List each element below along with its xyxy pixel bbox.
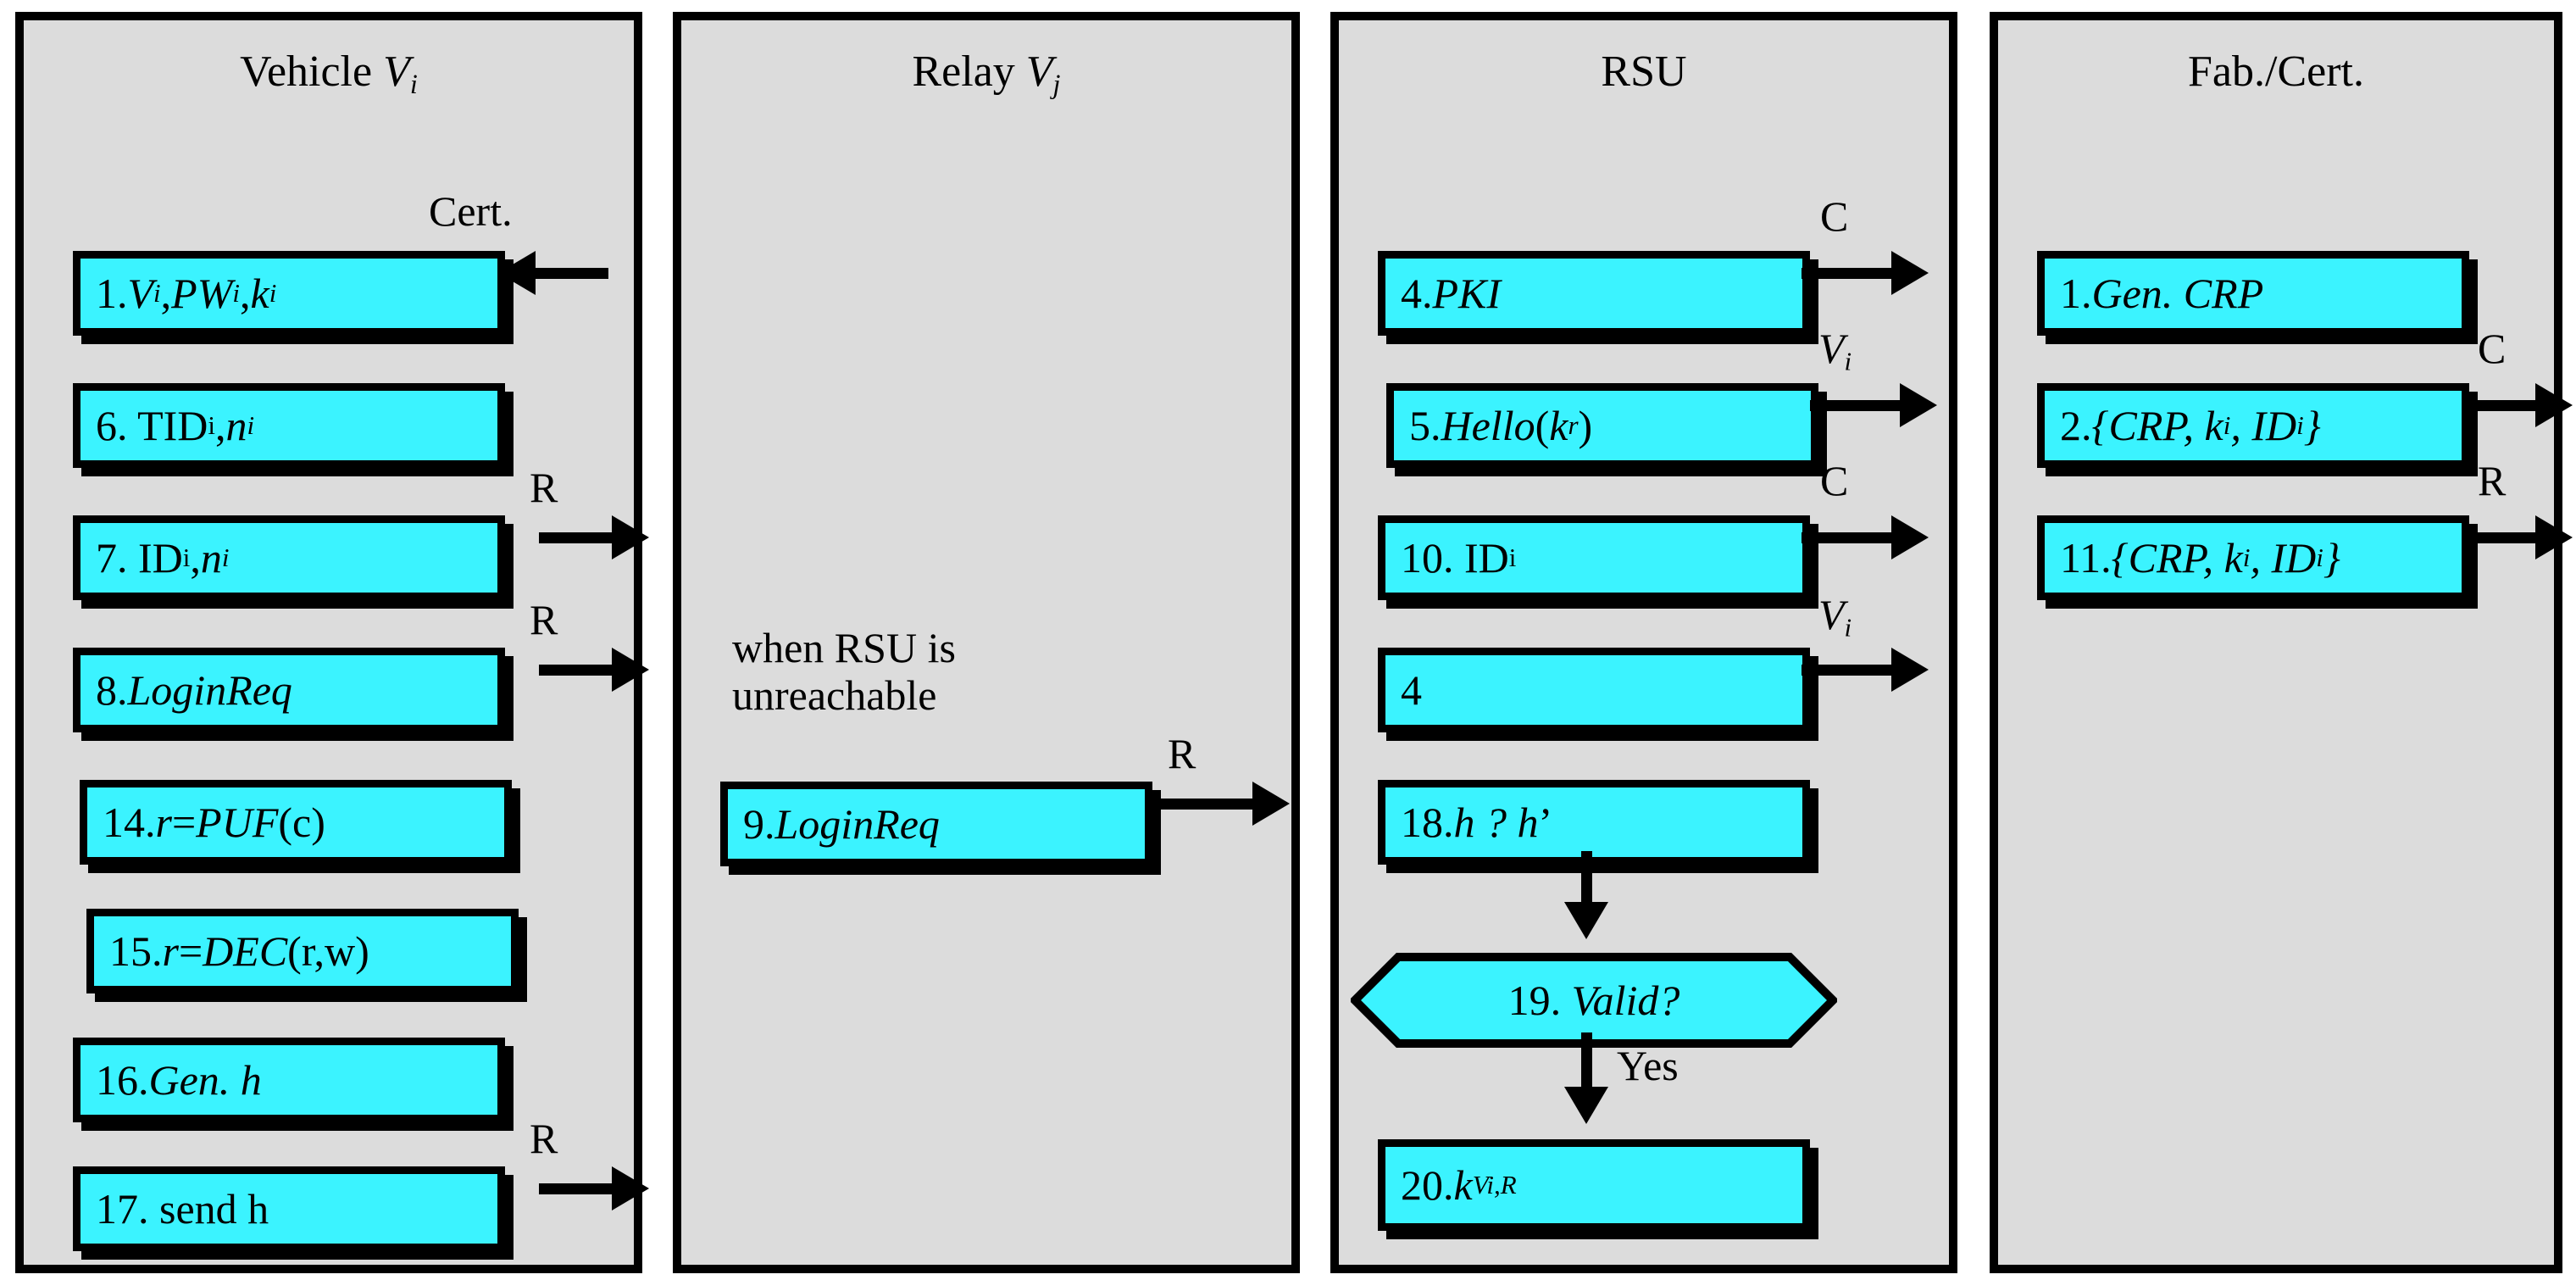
edge-label-c-step10: C bbox=[1820, 457, 1849, 504]
rsu-step-4b[interactable]: 4 bbox=[1378, 648, 1810, 732]
edge-label-r-step9: R bbox=[1168, 730, 1196, 777]
vehicle-step-14[interactable]: 14. r=PUF(c) bbox=[80, 780, 512, 865]
edge-label-c-fab2: C bbox=[2478, 325, 2507, 372]
lane-title-rsu: RSU bbox=[1601, 47, 1687, 96]
edge-label-vi-step5: Vi bbox=[1818, 325, 1852, 376]
edge-label-r-step7: R bbox=[530, 464, 558, 511]
edge-label-r-step8: R bbox=[530, 596, 558, 643]
rsu-step-18[interactable]: 18. h ? h’ bbox=[1378, 780, 1810, 865]
vehicle-step-15[interactable]: 15. r=DEC(r,w) bbox=[86, 909, 519, 993]
relay-note: when RSU is unreachable bbox=[732, 624, 956, 719]
rsu-step-19-label: 19. Valid? bbox=[1507, 977, 1680, 1024]
hexagon-shape bbox=[1351, 953, 1837, 1048]
fabcert-step-1[interactable]: 1. Gen. CRP bbox=[2037, 251, 2469, 336]
lane-title-vehicle: Vehicle Vi bbox=[240, 47, 418, 100]
vehicle-step-17[interactable]: 17. send h bbox=[73, 1166, 505, 1251]
vehicle-step-16[interactable]: 16. Gen. h bbox=[73, 1038, 505, 1122]
edge-label-c-step4: C bbox=[1820, 192, 1849, 240]
edge-label-r-step17: R bbox=[530, 1115, 558, 1162]
relay-note-line1: when RSU is bbox=[732, 624, 956, 671]
lane-title-relay: Relay Vj bbox=[912, 47, 1061, 100]
rsu-step-19-decision[interactable]: 19. Valid? bbox=[1351, 953, 1837, 1048]
edge-label-cert: Cert. bbox=[429, 187, 513, 235]
lane-title-fabcert: Fab./Cert. bbox=[2188, 47, 2364, 96]
edge-label-yes: Yes bbox=[1617, 1042, 1679, 1089]
relay-step-9[interactable]: 9. LoginReq bbox=[720, 782, 1152, 866]
rsu-step-4[interactable]: 4. PKI bbox=[1378, 251, 1810, 336]
lane-relay: Relay Vj when RSU is unreachable 9. Logi… bbox=[673, 12, 1300, 1273]
edge-label-r-fab11: R bbox=[2478, 457, 2507, 504]
edge-label-vi-step4b: Vi bbox=[1818, 591, 1852, 643]
vehicle-step-8[interactable]: 8. LoginReq bbox=[73, 648, 505, 732]
relay-note-line2: unreachable bbox=[732, 671, 937, 719]
